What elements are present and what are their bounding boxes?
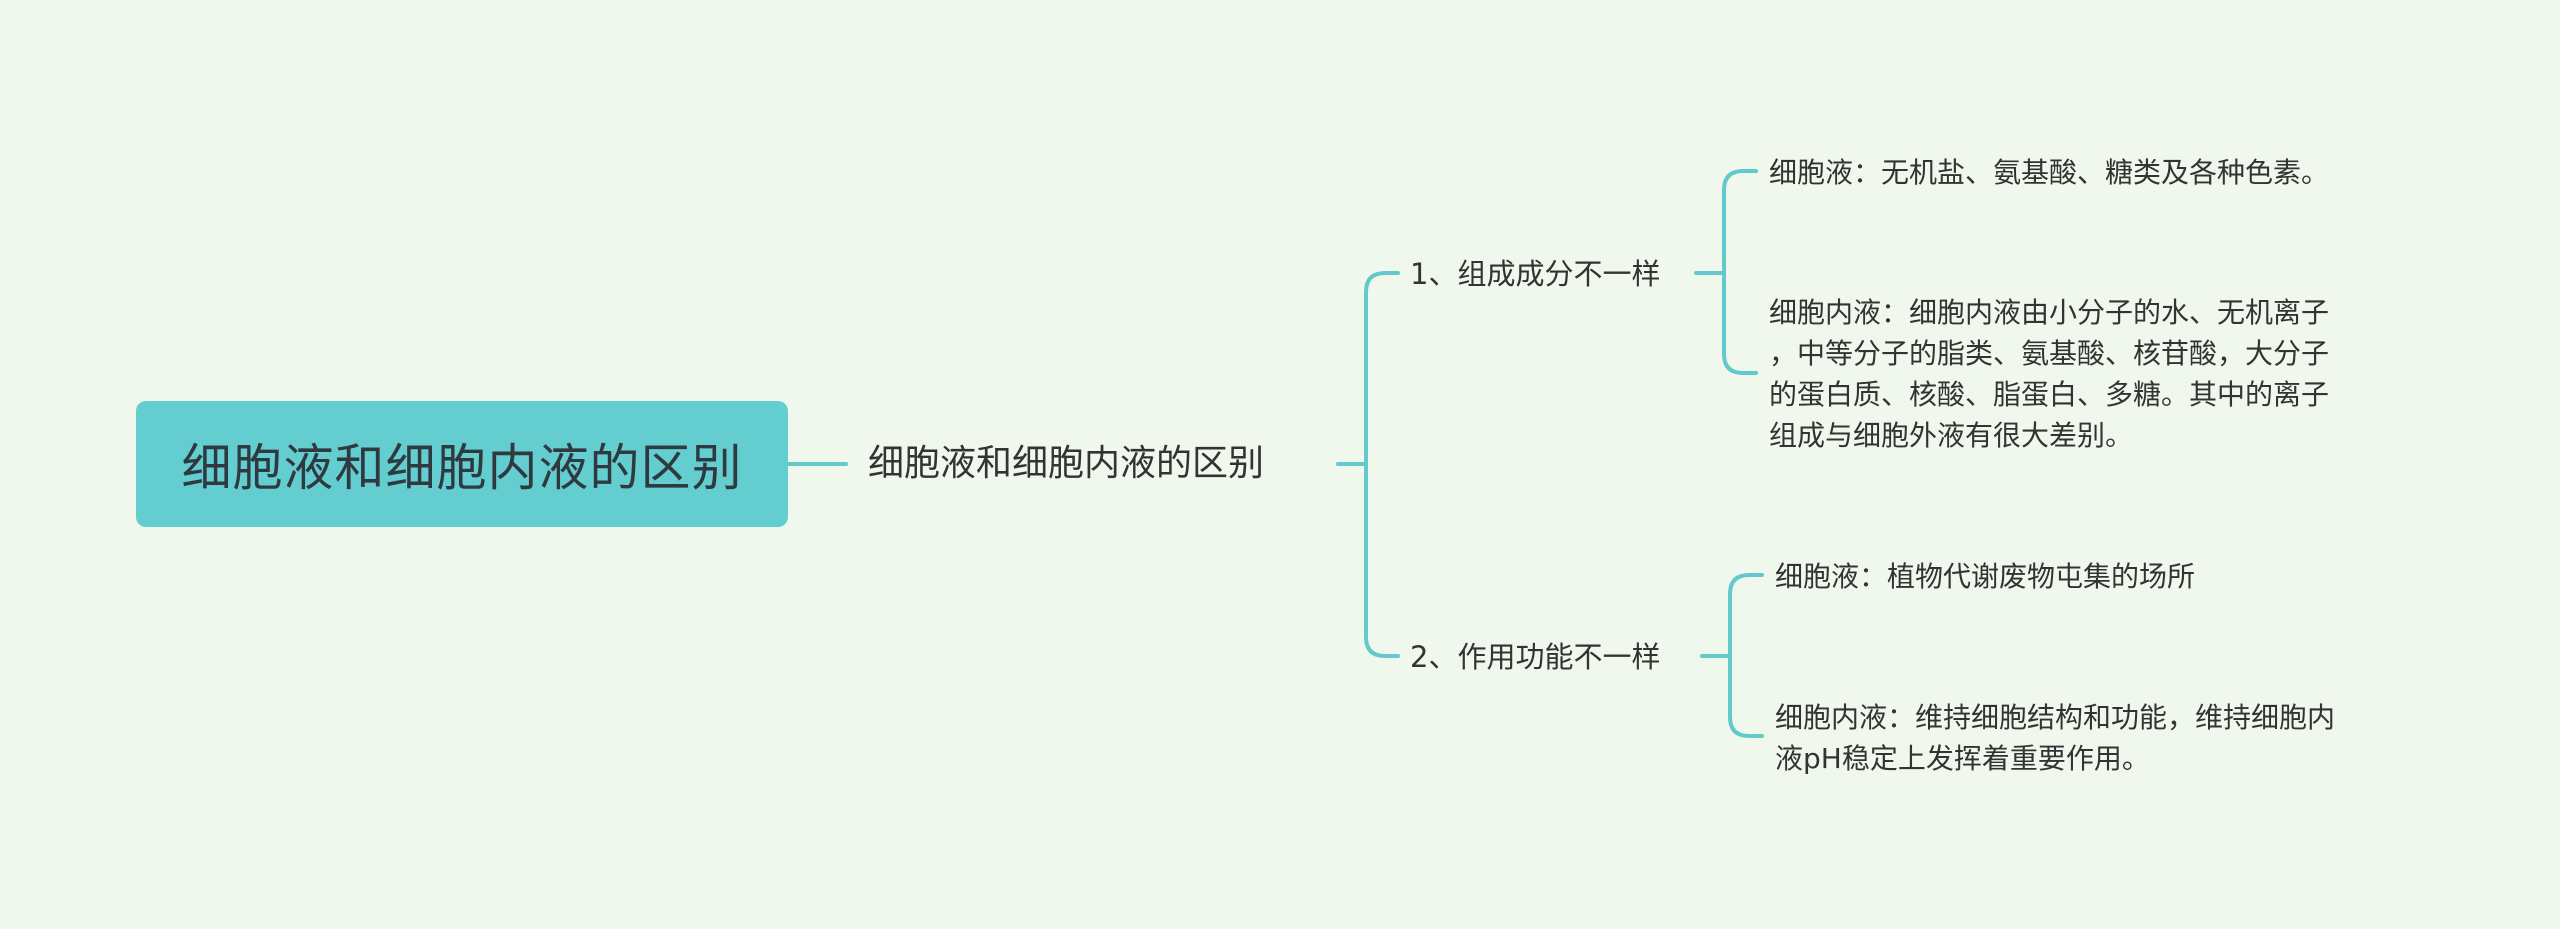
connector-center-branch-1 <box>1364 271 1400 466</box>
leaf-topic-intracellular-fluid-composition[interactable]: 细胞内液：细胞内液由小分子的水、无机离子 ，中等分子的脂类、氨基酸、核苷酸，大分… <box>1769 292 2409 456</box>
connector-branch-1-leaf-2 <box>1722 271 1758 375</box>
leaf-text-line: ，中等分子的脂类、氨基酸、核苷酸，大分子 <box>1769 337 2330 370</box>
root-topic-node[interactable]: 细胞液和细胞内液的区别 <box>136 401 788 527</box>
branch-topic-composition[interactable]: 1、组成成分不一样 <box>1410 257 1661 291</box>
connector-branch-2-leaf-4 <box>1728 654 1764 738</box>
leaf-topic-cell-sap-function[interactable]: 细胞液：植物代谢废物屯集的场所 <box>1775 556 2415 597</box>
leaf-text-line: 细胞内液：维持细胞结构和功能，维持细胞内 <box>1775 701 2336 734</box>
main-topic-label[interactable]: 细胞液和细胞内液的区别 <box>868 443 1265 484</box>
leaf-topic-intracellular-fluid-function[interactable]: 细胞内液：维持细胞结构和功能，维持细胞内 液pH稳定上发挥着重要作用。 <box>1775 697 2415 779</box>
leaf-text-line: 细胞液：植物代谢废物屯集的场所 <box>1775 560 2196 593</box>
leaf-text-line: 细胞内液：细胞内液由小分子的水、无机离子 <box>1769 296 2330 329</box>
connector-center-branch-2 <box>1364 462 1400 658</box>
branch-topic-function[interactable]: 2、作用功能不一样 <box>1410 640 1661 674</box>
connector-branch-1-leaf-1 <box>1722 169 1758 275</box>
leaf-text-line: 的蛋白质、核酸、脂蛋白、多糖。其中的离子 <box>1769 378 2330 411</box>
leaf-text-line: 液pH稳定上发挥着重要作用。 <box>1775 742 2150 775</box>
leaf-text-line: 组成与细胞外液有很大差别。 <box>1769 419 2134 452</box>
leaf-topic-cell-sap-composition[interactable]: 细胞液：无机盐、氨基酸、糖类及各种色素。 <box>1769 152 2409 193</box>
connector-branch-2-leaf-3 <box>1728 573 1764 658</box>
root-topic-label: 细胞液和细胞内液的区别 <box>181 439 743 497</box>
leaf-text-line: 细胞液：无机盐、氨基酸、糖类及各种色素。 <box>1769 156 2330 189</box>
